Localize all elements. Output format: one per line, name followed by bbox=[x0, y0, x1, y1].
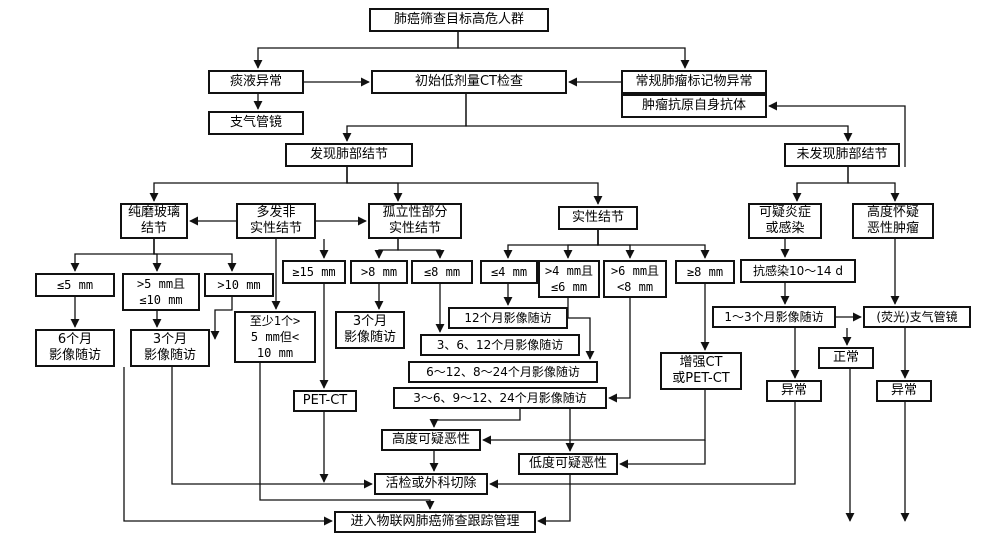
node-3-24-followup: 3～6、9～12、24个月影像随访 bbox=[393, 387, 607, 409]
node-antibody: 肿瘤抗原自身抗体 bbox=[621, 94, 767, 118]
connector-arrow-51 bbox=[123, 367, 333, 526]
node-3m-followup-b: 3个月 影像随访 bbox=[335, 311, 405, 349]
node-le8: ≤8 mm bbox=[411, 260, 473, 284]
node-solitary: 孤立性部分 实性结节 bbox=[368, 203, 462, 239]
node-1-3m-followup: 1～3个月影像随访 bbox=[712, 306, 836, 328]
connector-arrow-14 bbox=[847, 167, 900, 202]
node-infection: 可疑炎症 或感染 bbox=[748, 203, 822, 239]
connector-arrow-9 bbox=[346, 167, 403, 202]
node-ge15: ≥15 mm bbox=[282, 260, 346, 284]
connector-arrow-24 bbox=[597, 230, 635, 259]
connector-arrow-34 bbox=[567, 298, 595, 360]
node-le5: ≤5 mm bbox=[35, 273, 115, 297]
node-solid: 实性结节 bbox=[558, 206, 638, 230]
connector-arrow-22 bbox=[503, 230, 599, 259]
connector-arrow-53 bbox=[537, 475, 571, 526]
node-malignant-susp: 高度怀疑 恶性肿瘤 bbox=[852, 203, 934, 239]
node-ge8: ≥8 mm bbox=[675, 260, 735, 284]
node-6-24-followup: 6～12、8～24个月影像随访 bbox=[408, 361, 598, 383]
node-anti-infection: 抗感染10～14 d bbox=[740, 259, 856, 283]
node-bronch: 支气管镜 bbox=[208, 111, 304, 135]
connector-arrow-21 bbox=[397, 239, 445, 259]
node-sputum: 痰液异常 bbox=[208, 70, 304, 94]
connector-arrow-5 bbox=[768, 101, 906, 167]
node-6m-followup: 6个月 影像随访 bbox=[35, 329, 115, 367]
connector-arrow-49 bbox=[171, 367, 373, 489]
connector-arrow-13 bbox=[792, 167, 849, 202]
node-normal: 正常 bbox=[818, 347, 874, 369]
node-notfound: 未发现肺部结节 bbox=[784, 143, 900, 167]
node-petct: PET-CT bbox=[293, 390, 357, 412]
node-fluor-bronch: (荧光)支气管镜 bbox=[863, 306, 971, 328]
connector-arrow-15 bbox=[70, 239, 155, 272]
node-high-suspicion: 高度可疑恶性 bbox=[381, 429, 481, 451]
connector-arrow-25 bbox=[597, 230, 710, 259]
node-top: 肺癌筛查目标高危人群 bbox=[369, 8, 549, 32]
node-g5le10: >5 mm且 ≤10 mm bbox=[122, 273, 200, 311]
node-biopsy: 活检或外科切除 bbox=[374, 473, 488, 495]
node-abnormal-2: 异常 bbox=[876, 380, 932, 402]
node-ggn: 纯磨玻璃 结节 bbox=[120, 203, 188, 239]
connector-arrow-6 bbox=[342, 94, 467, 142]
node-g8: >8 mm bbox=[350, 260, 408, 284]
node-3m-followup-a: 3个月 影像随访 bbox=[130, 329, 210, 367]
node-enhanced-ct: 增强CT 或PET-CT bbox=[660, 352, 742, 390]
node-iot-management: 进入物联网肺癌筛查跟踪管理 bbox=[334, 511, 536, 533]
connector-arrow-0 bbox=[253, 32, 459, 69]
node-le4: ≤4 mm bbox=[480, 260, 538, 284]
connector-arrow-35 bbox=[608, 298, 631, 403]
connector-arrow-47 bbox=[619, 440, 706, 469]
connector-arrow-44 bbox=[429, 409, 521, 428]
connector-arrow-17 bbox=[153, 239, 237, 272]
node-atleast1: 至少1个> 5 mm但< 10 mm bbox=[234, 311, 316, 363]
node-g10: >10 mm bbox=[204, 273, 274, 297]
node-initial-ct: 初始低剂量CT检查 bbox=[371, 70, 567, 94]
connector-arrow-1 bbox=[457, 32, 690, 69]
node-g4le6: >4 mm且 ≤6 mm bbox=[538, 260, 600, 298]
node-abnormal-1: 异常 bbox=[766, 380, 822, 402]
connector-arrow-8 bbox=[149, 167, 348, 202]
connector-arrow-48 bbox=[489, 402, 796, 489]
node-found: 发现肺部结节 bbox=[285, 143, 413, 167]
connector-arrow-52 bbox=[259, 363, 435, 510]
node-low-suspicion: 低度可疑恶性 bbox=[518, 453, 618, 475]
node-12m-followup: 12个月影像随访 bbox=[448, 307, 568, 329]
connector-arrow-10 bbox=[346, 167, 603, 205]
node-3-6-12-followup: 3、6、12个月影像随访 bbox=[420, 334, 580, 356]
node-multi: 多发非 实性结节 bbox=[236, 203, 316, 239]
connector-arrow-7 bbox=[465, 94, 853, 142]
connector-arrow-30 bbox=[210, 297, 233, 340]
connector-arrow-20 bbox=[374, 239, 399, 259]
node-marker: 常规肺瘤标记物异常 bbox=[621, 70, 767, 94]
node-g6l8: >6 mm且 <8 mm bbox=[603, 260, 667, 298]
connector-arrow-23 bbox=[563, 230, 599, 259]
